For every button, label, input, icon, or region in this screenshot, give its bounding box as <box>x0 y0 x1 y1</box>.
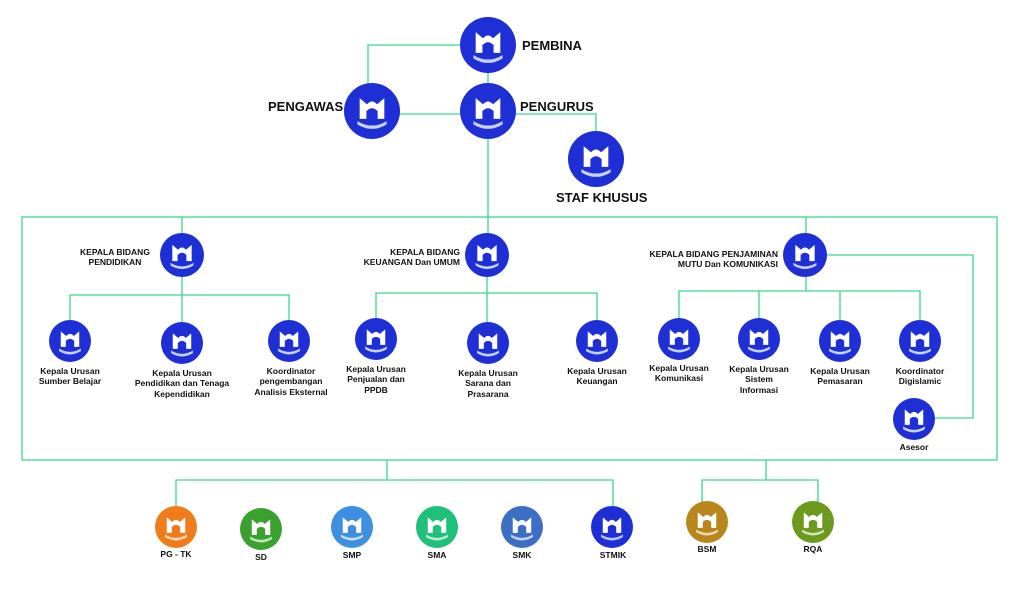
pemasaran-logo <box>819 320 861 362</box>
pg-tk-logo <box>155 506 197 548</box>
sd-label: SD <box>255 552 267 562</box>
staf-khusus-label: STAF KHUSUS <box>556 190 648 205</box>
penjualan-ppdb-logo <box>355 318 397 360</box>
komunikasi-logo <box>658 318 700 360</box>
pengurus-logo <box>460 83 516 139</box>
pembina-logo <box>460 17 516 73</box>
head-keuangan-logo <box>465 233 509 277</box>
bsm-label: BSM <box>697 544 717 554</box>
pengurus-label: PENGURUS <box>520 99 594 114</box>
asesor-logo <box>893 398 935 440</box>
pengawas-logo <box>344 83 400 139</box>
staf-khusus-logo <box>568 131 624 187</box>
pengawas-label: PENGAWAS <box>268 99 344 114</box>
sumber-belajar-logo <box>49 320 91 362</box>
smk-label: SMK <box>512 550 532 560</box>
stmik-label: STMIK <box>599 550 627 560</box>
analisis-eksternal-logo <box>268 320 310 362</box>
tenaga-kependidikan-logo <box>161 322 203 364</box>
bsm-logo <box>686 501 728 543</box>
sarana-prasarana-logo <box>467 322 509 364</box>
asesor-label: Asesor <box>899 442 929 452</box>
rqa-label: RQA <box>803 544 823 554</box>
pembina-label: PEMBINA <box>522 38 582 53</box>
head-pendidikan-logo <box>160 233 204 277</box>
smp-logo <box>331 506 373 548</box>
pg-tk-label: PG - TK <box>160 549 192 559</box>
keuangan-urusan-logo <box>576 320 618 362</box>
digislamic-logo <box>899 320 941 362</box>
smk-logo <box>501 506 543 548</box>
sistem-informasi-logo <box>738 318 780 360</box>
sd-logo <box>240 508 282 550</box>
rqa-logo <box>792 501 834 543</box>
sma-logo <box>416 506 458 548</box>
sma-label: SMA <box>427 550 447 560</box>
head-penjaminan-logo <box>783 233 827 277</box>
smp-label: SMP <box>342 550 362 560</box>
stmik-logo <box>591 506 633 548</box>
